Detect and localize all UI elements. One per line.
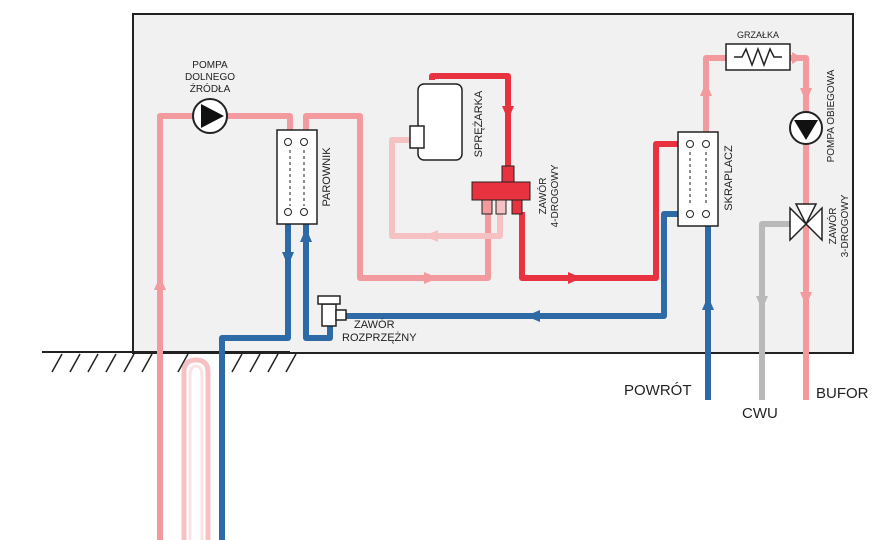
valve4-label-2: 4-DROGOWY xyxy=(550,164,561,227)
valve3-label-1: ZAWÓR xyxy=(826,208,839,245)
condenser-label: SKRAPLACZ xyxy=(723,145,735,211)
evaporator xyxy=(276,129,318,225)
pump-ground-label-2: DOLNEGO xyxy=(185,72,235,83)
arrow-up-return xyxy=(702,296,714,310)
arrow-down-discharge xyxy=(502,106,514,120)
arrow-down-circ xyxy=(800,88,812,102)
return-label: POWRÓT xyxy=(624,382,692,399)
heater-label: GRZAŁKA xyxy=(737,30,779,40)
heating-circuit xyxy=(700,52,812,400)
expansion-label-2: ROZPRZĘŻNY xyxy=(342,331,417,344)
expansion-label-1: ZAWÓR xyxy=(354,318,395,331)
dhw-pipe xyxy=(759,221,790,400)
hot-gas-line xyxy=(519,141,680,281)
heater-icon xyxy=(725,43,791,71)
compressor-icon xyxy=(409,83,463,161)
ground-hatch-icon xyxy=(42,351,297,373)
arrow-left-comp xyxy=(424,230,438,242)
buffer-label: BUFOR xyxy=(816,385,869,402)
condenser-to-heater xyxy=(703,55,728,140)
expansion-valve-icon xyxy=(317,295,347,327)
arrow-down-buffer xyxy=(800,292,812,306)
pump-icon xyxy=(789,111,823,145)
arrow-left-liquid xyxy=(526,310,540,322)
liquid-line-2 xyxy=(303,214,333,341)
refrigerant-circuit xyxy=(300,73,680,341)
arrow-up-condenser xyxy=(700,82,712,96)
dhw-label: CWU xyxy=(742,405,778,422)
compressor-suction xyxy=(389,137,503,239)
pump-icon xyxy=(192,98,228,134)
arrow-down-evap-out xyxy=(282,252,294,266)
pump-ground-label-1: POMPA xyxy=(192,60,228,71)
liquid-line xyxy=(342,211,680,319)
condenser xyxy=(677,131,719,227)
valve-4way-icon xyxy=(471,165,531,215)
arrow-right-heater xyxy=(792,52,802,64)
discharge-line xyxy=(429,73,511,170)
arrow-down-dhw xyxy=(756,296,768,310)
arrow-up-ground xyxy=(154,276,166,290)
circ-pump-label: POMPA OBIEGOWA xyxy=(826,69,837,162)
ground-u-loop xyxy=(181,357,211,540)
suction-line xyxy=(303,113,491,281)
compressor-label: SPRĘŻARKA xyxy=(472,90,485,157)
pump-ground-label-3: ŹRÓDŁA xyxy=(190,82,231,95)
evaporator-label: PAROWNIK xyxy=(321,147,333,207)
arrow-up-liquid xyxy=(300,228,312,242)
valve4-label-1: ZAWÓR xyxy=(536,178,549,215)
arrow-right-suction xyxy=(424,272,438,284)
arrow-right-hot xyxy=(568,272,582,284)
valve-3way-icon xyxy=(789,203,823,242)
valve3-label-2: 3-DROGOWY xyxy=(840,194,851,257)
